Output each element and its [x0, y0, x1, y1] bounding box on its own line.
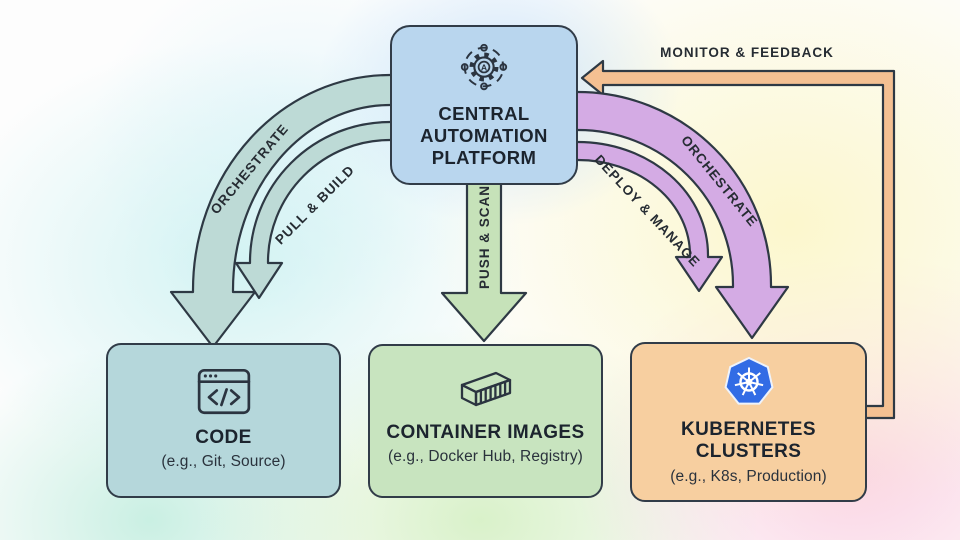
kubernetes-helm-icon — [721, 356, 777, 410]
node-container-images-subtitle: (e.g., Docker Hub, Registry) — [388, 448, 583, 466]
central-platform-box: A CENTRAL AUTOMATION PLATFORM — [390, 25, 578, 185]
node-container-images-title: CONTAINER IMAGES — [386, 422, 585, 443]
container-box-icon — [454, 367, 518, 413]
node-code: CODE (e.g., Git, Source) — [106, 343, 341, 498]
orchestrate-right-arrow — [570, 90, 790, 340]
central-platform-title: CENTRAL AUTOMATION PLATFORM — [420, 103, 548, 168]
node-container-images: CONTAINER IMAGES (e.g., Docker Hub, Regi… — [368, 344, 603, 498]
pull-build-arrow — [234, 120, 398, 300]
code-window-icon — [195, 364, 253, 418]
push-scan-arrow — [440, 178, 528, 343]
node-kubernetes-clusters: KUBERNETES CLUSTERS (e.g., K8s, Producti… — [630, 342, 867, 502]
node-kubernetes-clusters-title: KUBERNETES CLUSTERS — [681, 419, 816, 463]
node-kubernetes-clusters-subtitle: (e.g., K8s, Production) — [670, 467, 827, 485]
orchestrate-left-arrow — [169, 73, 398, 349]
deploy-manage-arrow — [570, 140, 724, 293]
monitor-feedback-arrow-label: MONITOR & FEEDBACK — [660, 45, 834, 60]
node-code-subtitle: (e.g., Git, Source) — [161, 453, 286, 471]
svg-text:A: A — [481, 62, 488, 72]
push-scan-arrow-label: PUSH & SCAN — [477, 185, 492, 289]
automation-gear-icon: A — [455, 40, 513, 96]
node-code-title: CODE — [195, 427, 252, 448]
